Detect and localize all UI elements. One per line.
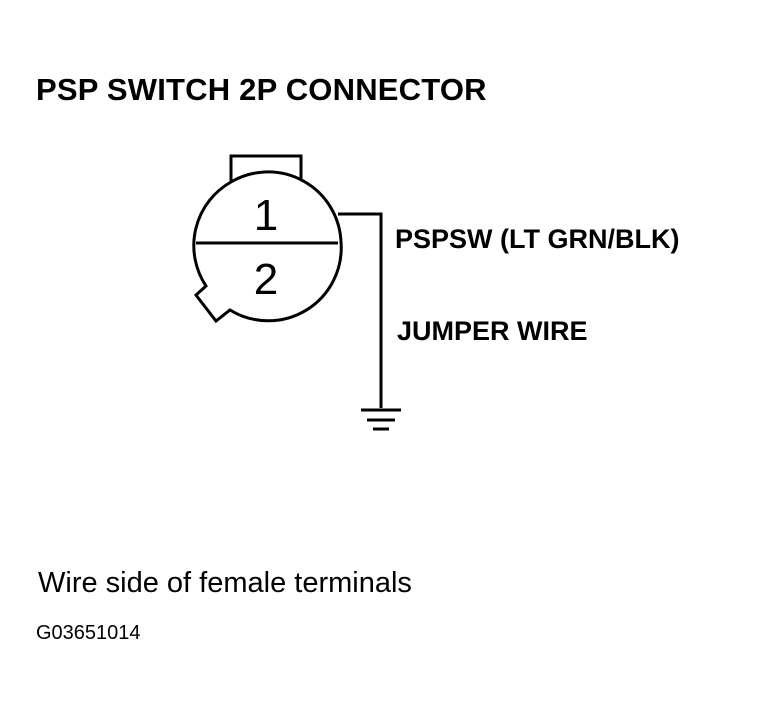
pin-number-2: 2 bbox=[254, 255, 278, 304]
jumper-wire-label: JUMPER WIRE bbox=[397, 316, 588, 346]
wire-label: PSPSW (LT GRN/BLK) bbox=[395, 224, 679, 254]
pin-number-1: 1 bbox=[254, 191, 278, 240]
ground-icon bbox=[361, 408, 401, 431]
figure-code: G03651014 bbox=[36, 622, 141, 644]
caption: Wire side of female terminals bbox=[38, 567, 412, 599]
diagram-title: PSP SWITCH 2P CONNECTOR bbox=[36, 72, 487, 107]
connector bbox=[192, 154, 343, 324]
connector-body bbox=[192, 170, 343, 324]
jumper-wire bbox=[338, 212, 383, 408]
